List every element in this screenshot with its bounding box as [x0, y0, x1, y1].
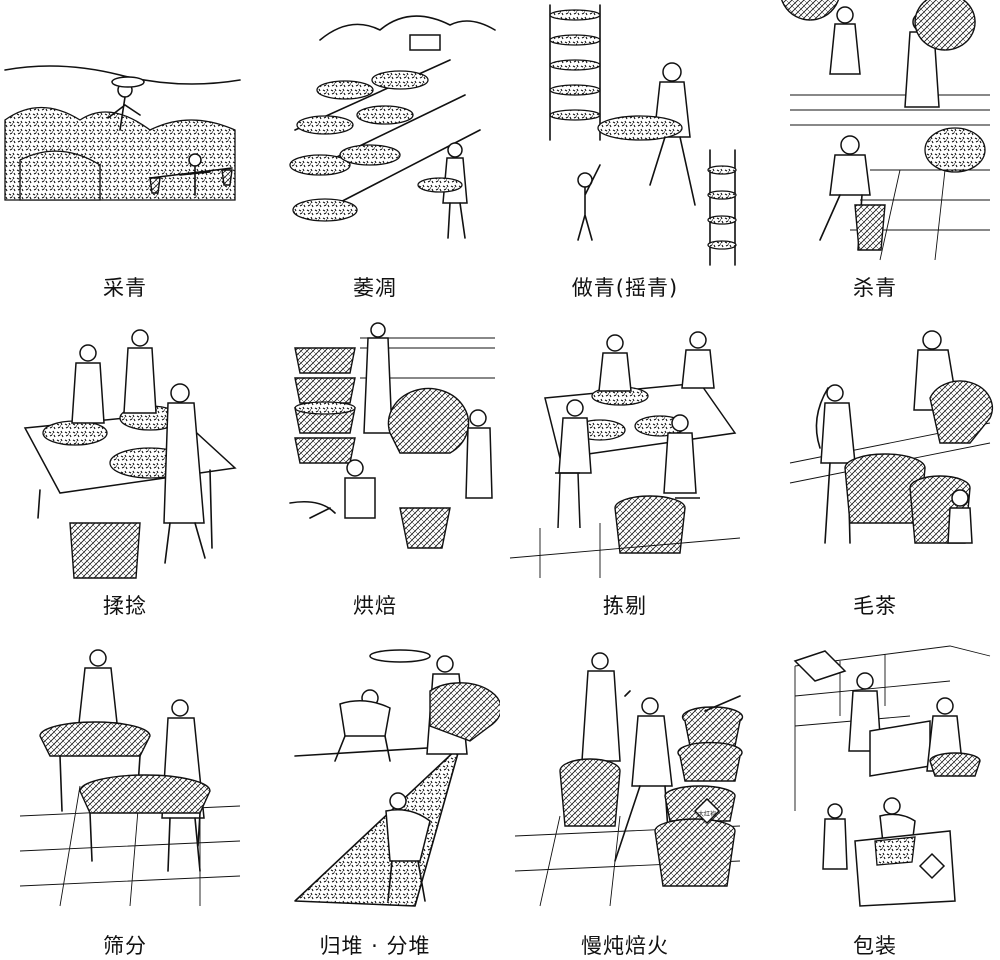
tea-picking-icon — [4, 65, 241, 201]
tea-sifting-icon — [19, 649, 241, 907]
tea-rolling-icon — [23, 329, 237, 579]
slow-roasting-icon: 大红袍 — [514, 652, 744, 907]
caption-withering: 萎凋 — [353, 276, 397, 300]
tea-fixing-icon — [781, 0, 990, 261]
panel-baking: 烘焙 — [250, 318, 500, 636]
caption-packing: 包装 — [853, 934, 897, 958]
panel-picking: 采青 — [0, 0, 250, 318]
tea-baking-icon — [289, 322, 495, 549]
panel-rolling: 揉捻 — [0, 318, 250, 636]
panel-withering: 萎凋 — [250, 0, 500, 318]
box-label: 大红袍 — [698, 810, 716, 818]
caption-shaking: 做青(摇青) — [571, 276, 679, 300]
tea-withering-icon — [289, 15, 496, 239]
panel-piling: 归堆 · 分堆 — [250, 636, 500, 958]
caption-rolling: 揉捻 — [103, 594, 147, 618]
caption-crude: 毛茶 — [853, 594, 897, 618]
tea-piling-icon — [294, 649, 500, 907]
caption-sorting: 拣剔 — [603, 594, 647, 618]
panel-sifting: 筛分 — [0, 636, 250, 958]
tea-shaking-icon — [549, 4, 737, 266]
tea-sorting-icon — [509, 331, 741, 578]
caption-sifting: 筛分 — [103, 934, 147, 958]
panel-sorting: 拣剔 — [500, 318, 750, 636]
caption-picking: 采青 — [103, 276, 147, 300]
crude-tea-icon — [789, 330, 993, 544]
caption-baking: 烘焙 — [353, 594, 397, 618]
caption-fixing: 杀青 — [853, 276, 897, 300]
panel-shaking: 做青(摇青) — [500, 0, 750, 318]
panel-fixing: 杀青 — [750, 0, 1000, 318]
tea-packing-icon — [793, 645, 991, 907]
panel-crude: 毛茶 — [750, 318, 1000, 636]
panel-slowfire: 大红袍 慢炖焙火 — [500, 636, 750, 958]
caption-slowfire: 慢炖焙火 — [581, 934, 669, 958]
caption-piling: 归堆 · 分堆 — [319, 934, 431, 958]
panel-packing: 包装 — [750, 636, 1000, 958]
